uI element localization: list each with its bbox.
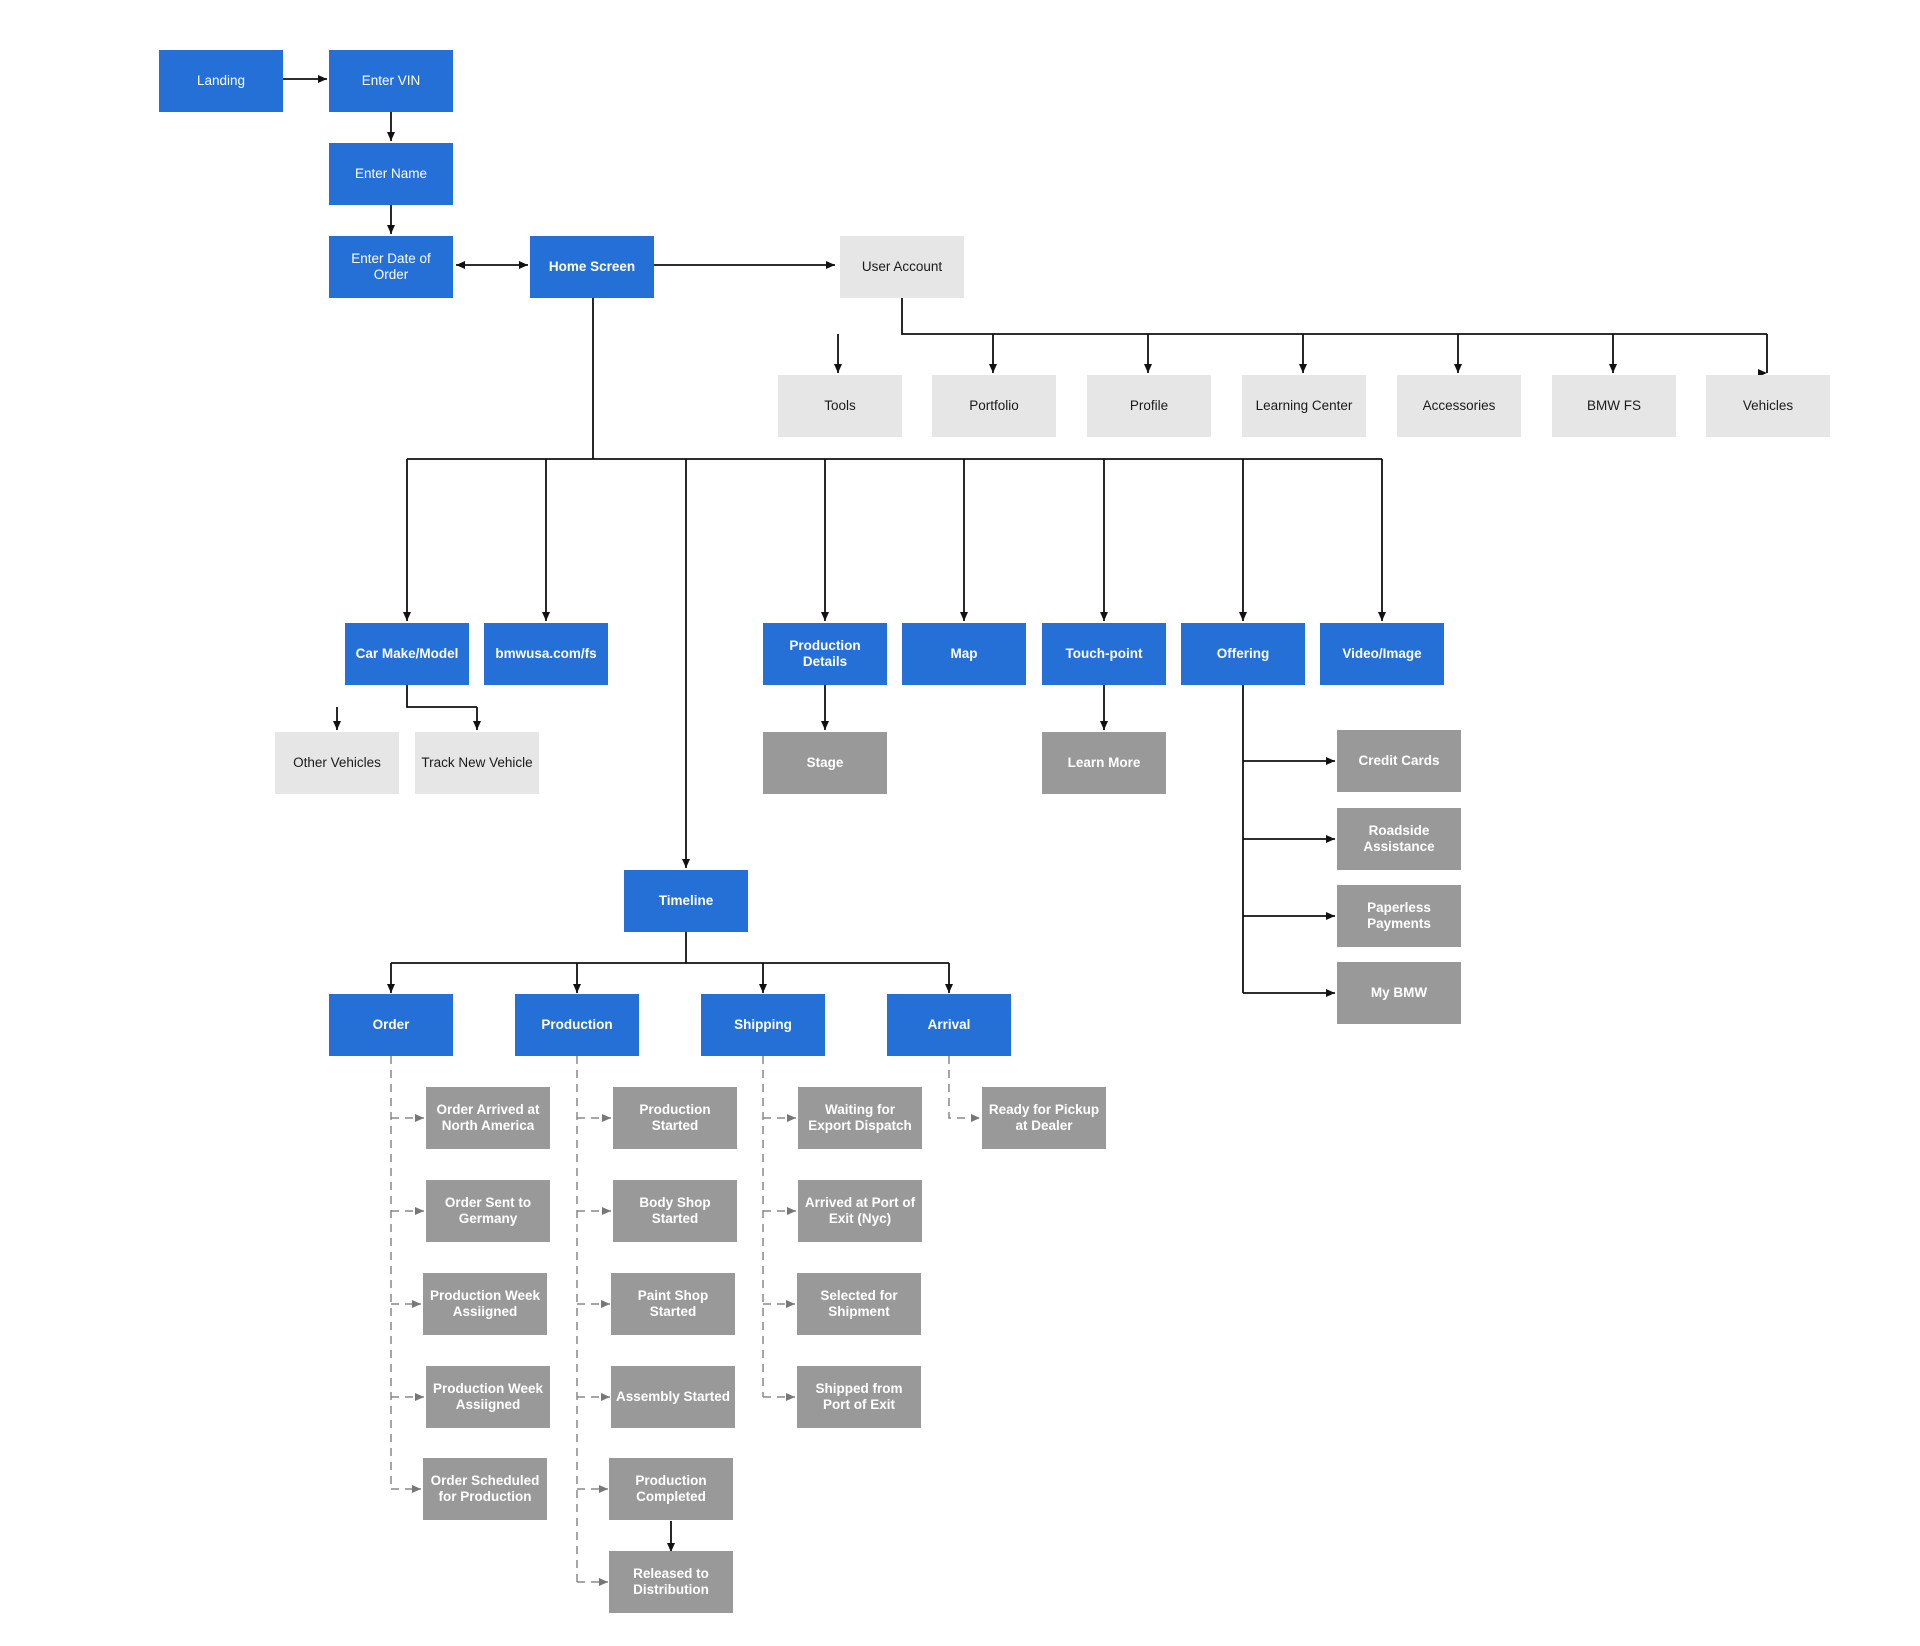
- node-production-started[interactable]: Production Started: [613, 1087, 737, 1149]
- node-production-week-assigned-2[interactable]: Production Week Assiigned: [426, 1366, 550, 1428]
- node-order-arrived-north-america[interactable]: Order Arrived at North America: [426, 1087, 550, 1149]
- node-my-bmw[interactable]: My BMW: [1337, 962, 1461, 1024]
- node-offering[interactable]: Offering: [1181, 623, 1305, 685]
- node-landing[interactable]: Landing: [159, 50, 283, 112]
- node-home-screen[interactable]: Home Screen: [530, 236, 654, 298]
- node-user-account[interactable]: User Account: [840, 236, 964, 298]
- node-arrival[interactable]: Arrival: [887, 994, 1011, 1056]
- node-arrived-at-port-of-exit[interactable]: Arrived at Port of Exit (Nyc): [798, 1180, 922, 1242]
- node-production[interactable]: Production: [515, 994, 639, 1056]
- node-bmwusa-fs[interactable]: bmwusa.com/fs: [484, 623, 608, 685]
- node-bmw-fs[interactable]: BMW FS: [1552, 375, 1676, 437]
- node-production-week-assigned-1[interactable]: Production Week Assiigned: [423, 1273, 547, 1335]
- node-released-to-distribution[interactable]: Released to Distribution: [609, 1551, 733, 1613]
- node-selected-for-shipment[interactable]: Selected for Shipment: [797, 1273, 921, 1335]
- node-waiting-for-export-dispatch[interactable]: Waiting for Export Dispatch: [798, 1087, 922, 1149]
- node-portfolio[interactable]: Portfolio: [932, 375, 1056, 437]
- node-ready-for-pickup-at-dealer[interactable]: Ready for Pickup at Dealer: [982, 1087, 1106, 1149]
- node-tools[interactable]: Tools: [778, 375, 902, 437]
- node-paperless-payments[interactable]: Paperless Payments: [1337, 885, 1461, 947]
- node-shipped-from-port-of-exit[interactable]: Shipped from Port of Exit: [797, 1366, 921, 1428]
- node-enter-name[interactable]: Enter Name: [329, 143, 453, 205]
- node-credit-cards[interactable]: Credit Cards: [1337, 730, 1461, 792]
- node-order-sent-to-germany[interactable]: Order Sent to Germany: [426, 1180, 550, 1242]
- node-production-completed[interactable]: Production Completed: [609, 1458, 733, 1520]
- node-enter-vin[interactable]: Enter VIN: [329, 50, 453, 112]
- node-body-shop-started[interactable]: Body Shop Started: [613, 1180, 737, 1242]
- node-profile[interactable]: Profile: [1087, 375, 1211, 437]
- node-order[interactable]: Order: [329, 994, 453, 1056]
- node-enter-date-of-order[interactable]: Enter Date of Order: [329, 236, 453, 298]
- node-order-scheduled-for-production[interactable]: Order Scheduled for Production: [423, 1458, 547, 1520]
- node-timeline[interactable]: Timeline: [624, 870, 748, 932]
- node-learn-more[interactable]: Learn More: [1042, 732, 1166, 794]
- node-production-details[interactable]: Production Details: [763, 623, 887, 685]
- node-touch-point[interactable]: Touch-point: [1042, 623, 1166, 685]
- node-shipping[interactable]: Shipping: [701, 994, 825, 1056]
- node-accessories[interactable]: Accessories: [1397, 375, 1521, 437]
- node-stage[interactable]: Stage: [763, 732, 887, 794]
- node-track-new-vehicle[interactable]: Track New Vehicle: [415, 732, 539, 794]
- node-map[interactable]: Map: [902, 623, 1026, 685]
- node-paint-shop-started[interactable]: Paint Shop Started: [611, 1273, 735, 1335]
- node-other-vehicles[interactable]: Other Vehicles: [275, 732, 399, 794]
- node-vehicles[interactable]: Vehicles: [1706, 375, 1830, 437]
- node-learning-center[interactable]: Learning Center: [1242, 375, 1366, 437]
- node-assembly-started[interactable]: Assembly Started: [611, 1366, 735, 1428]
- node-video-image[interactable]: Video/Image: [1320, 623, 1444, 685]
- node-car-make-model[interactable]: Car Make/Model: [345, 623, 469, 685]
- node-roadside-assistance[interactable]: Roadside Assistance: [1337, 808, 1461, 870]
